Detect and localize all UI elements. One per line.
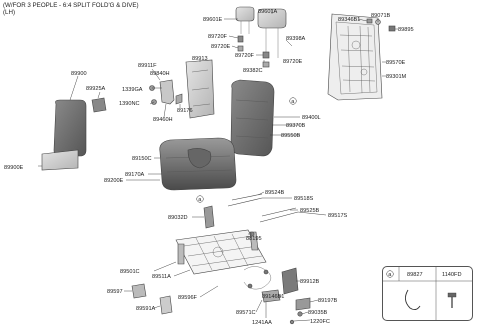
wire-harness: [243, 266, 272, 290]
pad-89912B: [281, 267, 299, 295]
diagram-subtitle: (LH): [3, 9, 16, 16]
seatback-pad: [230, 79, 275, 157]
bolt-89035B: [297, 311, 303, 317]
rail-89524B: [231, 193, 263, 201]
label-89524B: 89524B: [265, 190, 285, 196]
label-89913: 89913: [192, 56, 208, 62]
label-89596F: 89596F: [178, 295, 198, 301]
label-89525B: 89525B: [300, 208, 320, 214]
label-1220FC: 1220FC: [310, 319, 330, 325]
armrest-cover: [41, 149, 79, 171]
label-89398A: 89398A: [286, 36, 306, 42]
label-89840H: 89840H: [150, 71, 170, 77]
label-89597: 89597: [107, 289, 123, 295]
label-89170A: 89170A: [125, 172, 145, 178]
rail-89525B: [261, 207, 297, 217]
label-89370B: 89370B: [286, 123, 306, 129]
leader-lines: [38, 9, 398, 322]
legend-col2: 1140FD: [442, 272, 462, 278]
label-89911F: 89911F: [138, 63, 157, 69]
bolt-1140FD-icon: [447, 292, 457, 308]
legend-ref: a: [388, 272, 392, 278]
label-89032D: 89032D: [168, 215, 188, 221]
callout-a-lower: a: [196, 195, 204, 203]
headrest-guides: [237, 35, 270, 68]
seatback-board-89913: [185, 59, 215, 119]
cover-89591A: [159, 295, 173, 315]
rail-89517S: [259, 211, 299, 223]
label-89460H: 89460H: [153, 117, 173, 123]
label-89301M: 89301M: [386, 74, 407, 80]
label-89501C: 89501C: [120, 269, 140, 275]
clip-89827-icon: [405, 289, 421, 311]
seat-base-frame: [175, 229, 267, 275]
hinge-bracket: [149, 79, 183, 105]
label-89900: 89900: [71, 71, 87, 77]
callout-a-upper: a: [289, 97, 297, 105]
label-1390NC: 1390NC: [119, 101, 140, 107]
label-89382C: 89382C: [243, 68, 263, 74]
label-89200E: 89200E: [104, 178, 124, 184]
label-89550B: 89550B: [281, 133, 301, 139]
headrest-small: [235, 6, 255, 34]
legend-frame: [382, 266, 473, 321]
label-89400L: 89400L: [302, 115, 321, 121]
label-1339GA: 1339GA: [122, 87, 143, 93]
svg-text:a: a: [291, 99, 295, 105]
legend-col1: 89827: [407, 272, 423, 278]
svg-text:a: a: [198, 197, 202, 203]
label-89197B: 89197B: [318, 298, 338, 304]
rail-89518S: [227, 197, 263, 207]
label-89601A: 89601A: [258, 9, 278, 15]
label-89925A: 89925A: [86, 86, 106, 92]
latch-89032D: [203, 205, 215, 229]
screw-1220FC: [289, 319, 295, 325]
label-89517S: 89517S: [328, 213, 348, 219]
label-88195: 88195: [246, 236, 262, 242]
legend-table: a 89827 1140FD: [382, 266, 473, 321]
seat-cushion: [159, 137, 237, 191]
label-89720E-upper: 89720E: [211, 44, 231, 50]
cover-89597: [131, 283, 147, 299]
label-89071B: 89071B: [371, 13, 391, 19]
label-89912B: 89912B: [300, 279, 320, 285]
label-89146B1: 89146B1: [262, 294, 284, 300]
label-89720F-lower: 89720F: [235, 53, 255, 59]
label-89895: 89895: [398, 27, 414, 33]
label-89176: 89176: [177, 108, 193, 114]
label-89035B: 89035B: [308, 310, 328, 316]
label-89511A: 89511A: [152, 274, 171, 280]
headrest-main: [257, 8, 287, 58]
label-89720F-upper: 89720F: [208, 34, 228, 40]
label-89346B1: 89346B1: [338, 17, 360, 23]
label-89570E: 89570E: [386, 60, 406, 66]
label-1241AA: 1241AA: [252, 320, 272, 326]
label-89601E: 89601E: [203, 17, 223, 23]
bracket-89197B: [295, 297, 311, 311]
label-89150C: 89150C: [132, 156, 152, 162]
bracket-89146B1: [261, 289, 281, 303]
label-89571C: 89571C: [236, 310, 256, 316]
label-89518S: 89518S: [294, 196, 314, 202]
armrest: [53, 97, 107, 157]
seatback-frame: [327, 13, 383, 101]
label-89900E: 89900E: [4, 165, 24, 171]
diagram-title: (W/FOR 3 PEOPLE - 6:4 SPLIT FOLD'G & DIV…: [3, 2, 139, 9]
label-89720E-lower: 89720E: [283, 59, 303, 65]
label-89591A: 89591A: [136, 306, 156, 312]
